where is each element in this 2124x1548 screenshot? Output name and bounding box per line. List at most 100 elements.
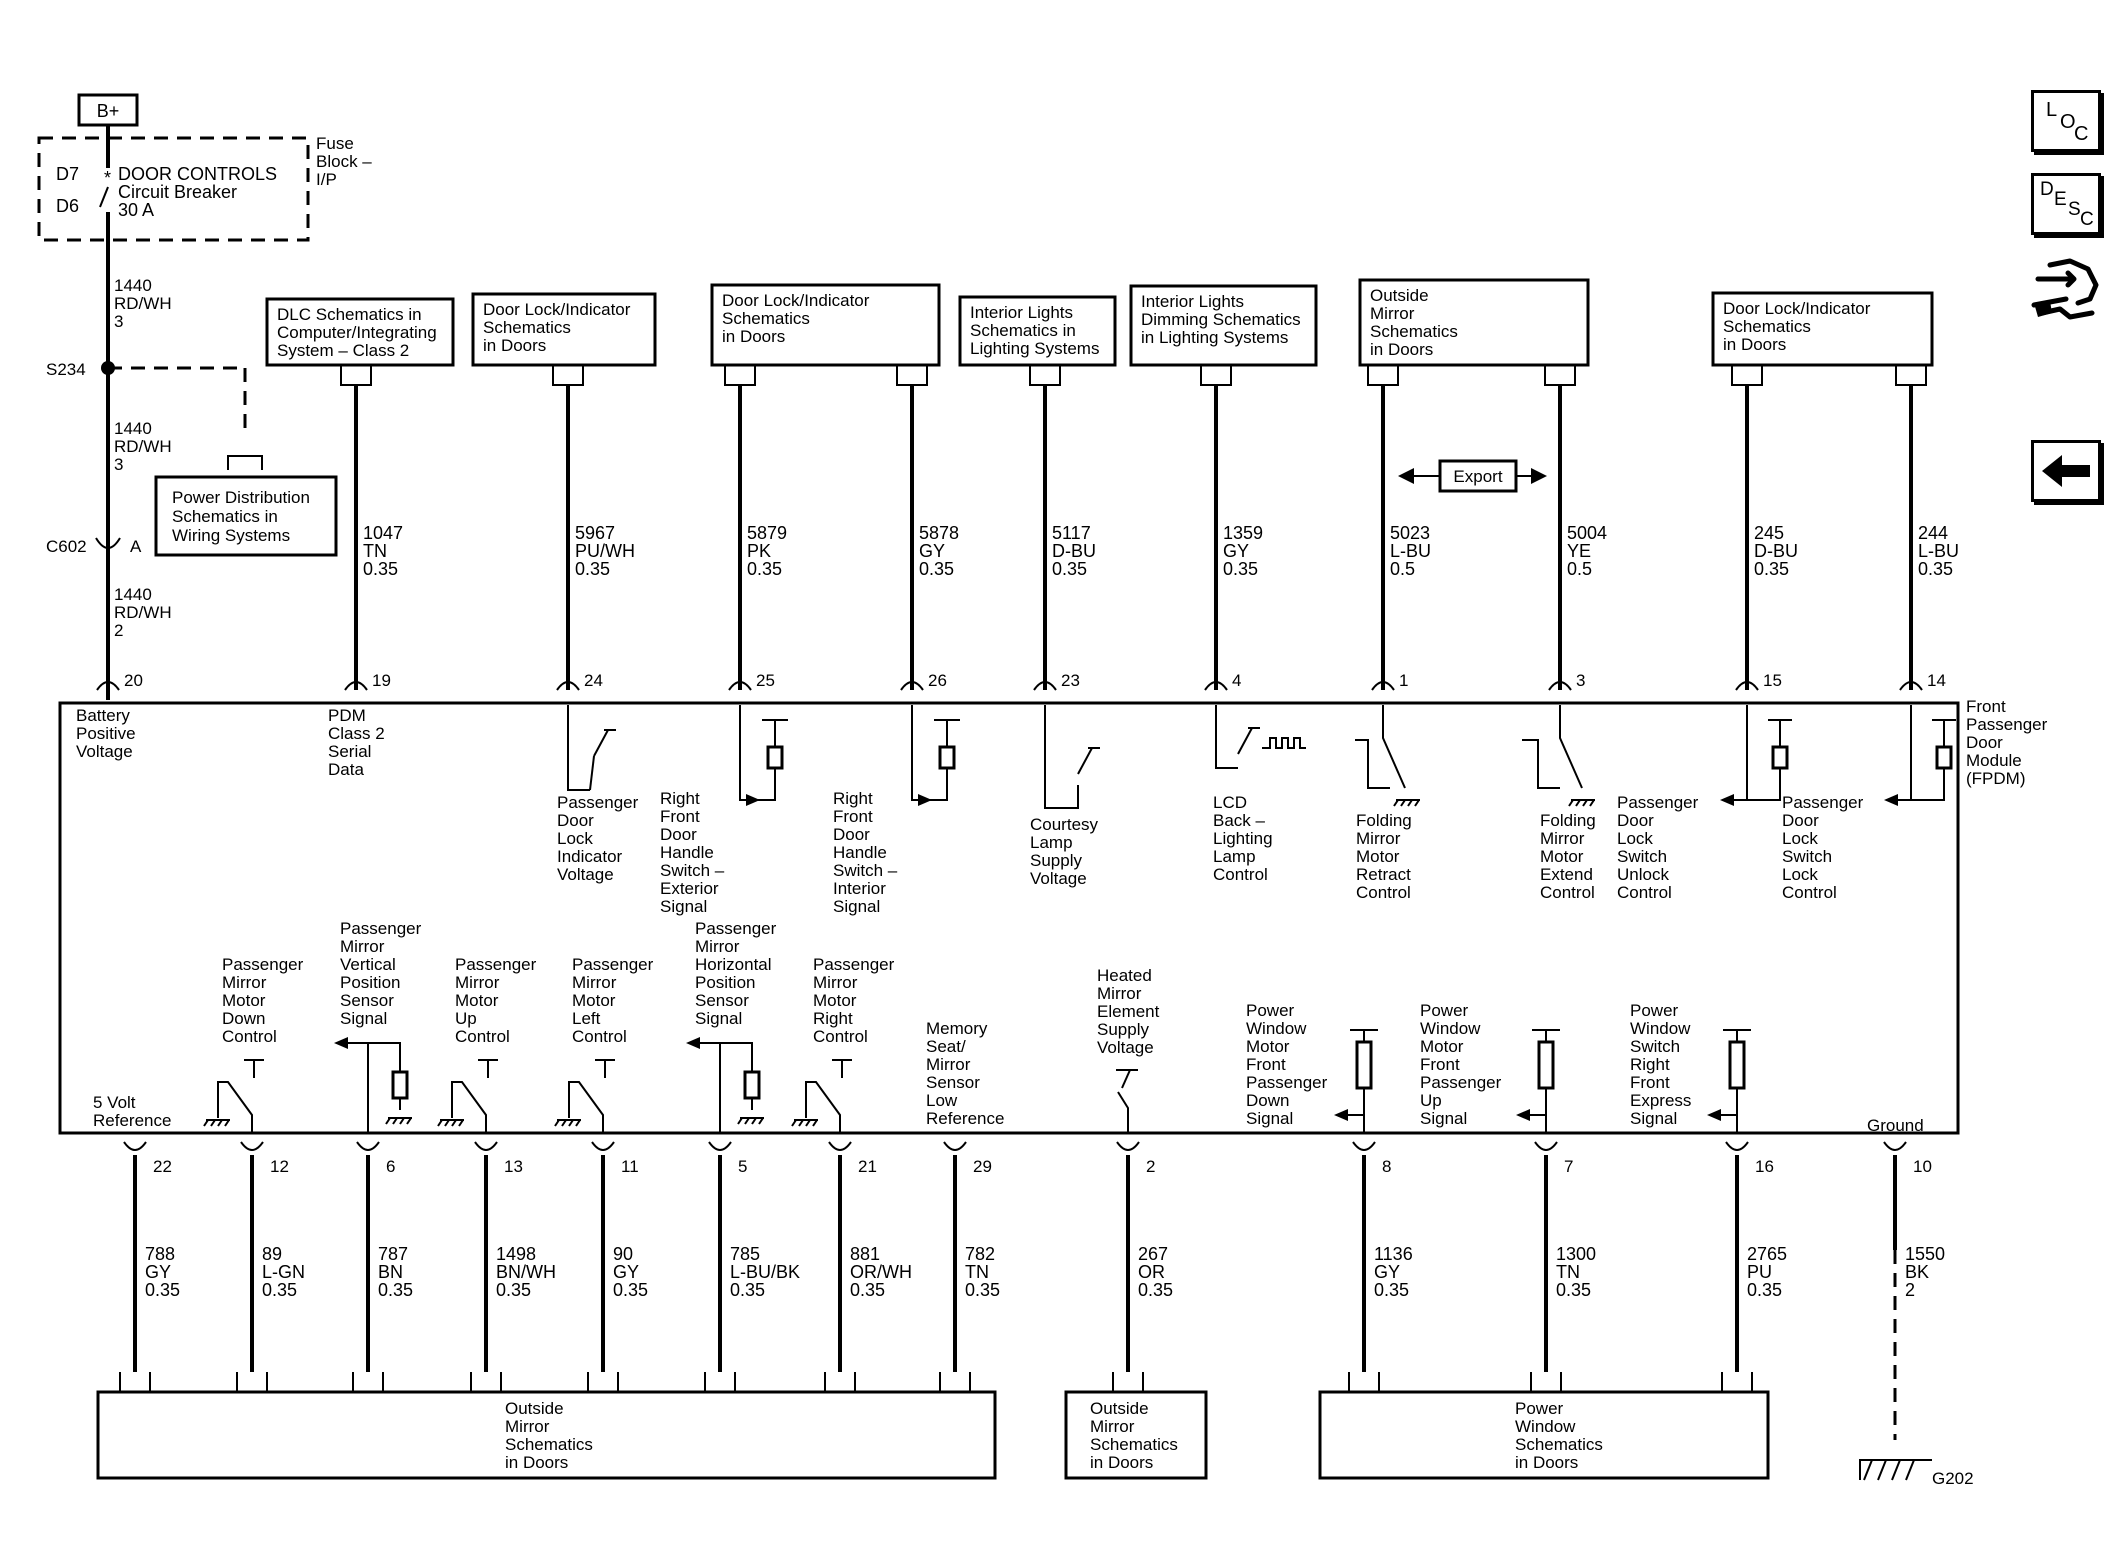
wire-label-13-line: 0.35 bbox=[496, 1280, 531, 1300]
ref-lock1-text-line: in Doors bbox=[483, 336, 546, 355]
mleft-switch bbox=[568, 1081, 604, 1133]
ref-power-distribution-text-line: Schematics in bbox=[172, 507, 278, 526]
func-pwup-line: Signal bbox=[1420, 1109, 1467, 1128]
func-extend-line: Control bbox=[1540, 883, 1595, 902]
func-mdown-line: Control bbox=[222, 1027, 277, 1046]
ref-dimming-text-line: Interior Lights bbox=[1141, 292, 1244, 311]
g202-label: G202 bbox=[1932, 1469, 1974, 1488]
ref-mirror-text-line: in Doors bbox=[1370, 340, 1433, 359]
wire-label-2-line: 267 bbox=[1138, 1244, 1168, 1264]
wire-label-21-line: OR/WH bbox=[850, 1262, 912, 1282]
ref-bottom-mirror-text-line: Mirror bbox=[505, 1417, 550, 1436]
pin-number-22: 22 bbox=[153, 1157, 172, 1176]
wire-label-22-line: 788 bbox=[145, 1244, 175, 1264]
pin-number-13: 13 bbox=[504, 1157, 523, 1176]
wire-label-11-line: 90 bbox=[613, 1244, 633, 1264]
pwexp-resistor bbox=[1728, 1040, 1746, 1090]
ground-hatch bbox=[554, 1119, 560, 1127]
feed-wire-2-label-line: RD/WH bbox=[114, 437, 172, 456]
back-button[interactable] bbox=[2031, 440, 2101, 502]
func-lock-line: Lock bbox=[1782, 829, 1818, 848]
pin-number-19: 19 bbox=[372, 671, 391, 690]
lockind-link bbox=[589, 755, 595, 791]
func-memref-line: Low bbox=[926, 1091, 958, 1110]
pin-number-7: 7 bbox=[1564, 1157, 1573, 1176]
hand-pointer-button[interactable] bbox=[2030, 255, 2102, 323]
func-exth-line: Door bbox=[660, 825, 697, 844]
wire-label-10-line: BK bbox=[1905, 1262, 1929, 1282]
ground-hatch bbox=[758, 1117, 764, 1125]
func-mvert-line: Position bbox=[340, 973, 400, 992]
ref-connector-tab bbox=[1731, 365, 1763, 386]
ref-dimming bbox=[1129, 284, 1318, 367]
ref-lock3-text-line: in Doors bbox=[1723, 335, 1786, 354]
wire-label-15-line: D-BU bbox=[1754, 541, 1798, 561]
wire-label-4-line: 0.35 bbox=[1223, 559, 1258, 579]
ref-connector-tab bbox=[1029, 365, 1061, 386]
wire-label-8-line: GY bbox=[1374, 1262, 1400, 1282]
ref-lock2-text-line: in Doors bbox=[722, 327, 785, 346]
func-extend-line: Extend bbox=[1540, 865, 1593, 884]
mvert-feed bbox=[368, 1042, 401, 1060]
ground-hatch bbox=[203, 1119, 209, 1127]
export-arrow-right bbox=[1531, 468, 1547, 484]
func-exth-line: Exterior bbox=[660, 879, 719, 898]
ref-connector-tab bbox=[704, 1372, 736, 1393]
ref-bottom-heated-text-line: Schematics bbox=[1090, 1435, 1178, 1454]
connector-c602 bbox=[95, 537, 121, 549]
ref-dlc bbox=[265, 297, 455, 367]
func-ground-line: Ground bbox=[1867, 1116, 1924, 1135]
heated-switch bbox=[1117, 1091, 1129, 1133]
ground-hatch bbox=[451, 1119, 457, 1127]
func-unlock-line: Passenger bbox=[1617, 793, 1699, 812]
ref-connector-tab bbox=[352, 1372, 384, 1393]
func-inth-line: Handle bbox=[833, 843, 887, 862]
ground-hatch bbox=[385, 1117, 391, 1125]
wire-label-3-line: 0.5 bbox=[1567, 559, 1592, 579]
pin-number-24: 24 bbox=[584, 671, 603, 690]
func-mhoriz-line: Mirror bbox=[695, 937, 740, 956]
wire-label-7-line: 0.35 bbox=[1556, 1280, 1591, 1300]
wire-label-25-line: 5879 bbox=[747, 523, 787, 543]
func-inth-line: Right bbox=[833, 789, 873, 808]
ground-hatch bbox=[458, 1119, 464, 1127]
ref-lock1-text-line: Schematics bbox=[483, 318, 571, 337]
ref-lock2-text-line: Schematics bbox=[722, 309, 810, 328]
pin-number-26: 26 bbox=[928, 671, 947, 690]
loc-button[interactable]: L O C bbox=[2031, 90, 2101, 152]
func-exth-line: Handle bbox=[660, 843, 714, 862]
pin-cup-22 bbox=[123, 1141, 147, 1151]
ref-bottom-heated-text-line: in Doors bbox=[1090, 1453, 1153, 1472]
wire-label-26-line: 5878 bbox=[919, 523, 959, 543]
pin-cup-1 bbox=[1371, 681, 1395, 691]
ground-hatch bbox=[1589, 799, 1595, 807]
mvert-ground bbox=[385, 1117, 412, 1125]
wire-label-25-line: PK bbox=[747, 541, 771, 561]
export-box bbox=[1438, 459, 1518, 493]
func-mright-line: Mirror bbox=[813, 973, 858, 992]
g202-hatch bbox=[1863, 1459, 1873, 1481]
wire-label-14-line: L-BU bbox=[1918, 541, 1959, 561]
g202-hatch bbox=[1905, 1459, 1915, 1481]
func-extend-line: Motor bbox=[1540, 847, 1584, 866]
func-mdown-line: Down bbox=[222, 1009, 265, 1028]
pwup-arrow bbox=[1516, 1109, 1530, 1121]
func-pwup-line: Motor bbox=[1420, 1037, 1464, 1056]
func-mright-line: Right bbox=[813, 1009, 853, 1028]
mup-switch-ground bbox=[437, 1119, 464, 1127]
ref-interior-text-line: Lighting Systems bbox=[970, 339, 1099, 358]
func-unlock-line: Switch bbox=[1617, 847, 1667, 866]
pin-cup-14 bbox=[1899, 681, 1923, 691]
desc-button[interactable]: D E S C bbox=[2031, 173, 2101, 235]
